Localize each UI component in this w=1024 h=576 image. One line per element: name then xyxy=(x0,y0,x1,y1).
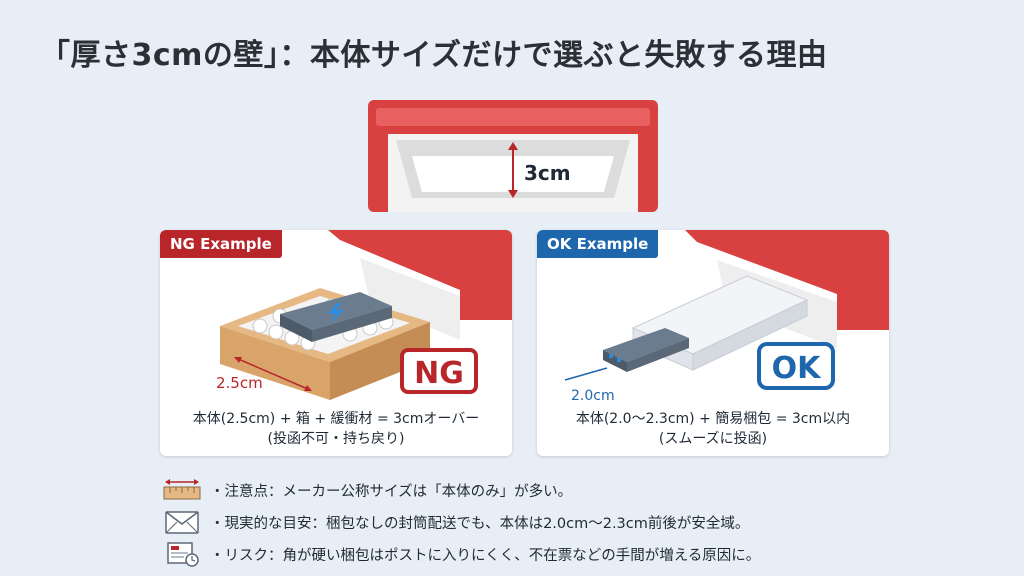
ok-caption-line1: 本体(2.0〜2.3cm) + 簡易梱包 = 3cm以内 xyxy=(575,411,851,427)
ok-stamp xyxy=(757,342,835,390)
ng-caption-line2: (投函不可・持ち戻り) xyxy=(267,431,405,447)
mailbox-slot-illustration: 3cm xyxy=(368,100,658,212)
ng-example-card: 2.5cm NG NG Example 本体(2.5cm) + 箱 + 緩衝材 … xyxy=(160,230,512,456)
ok-stamp-text: OK xyxy=(772,351,823,386)
slot-height-label: 3cm xyxy=(524,161,571,185)
notes-list: ・注意点：メーカー公称サイズは「本体のみ」が多い。 ・現実的な目安：梱包なしの封… xyxy=(162,474,760,570)
ng-dimension-arrow xyxy=(235,357,311,391)
note-caution-text: ・注意点：メーカー公称サイズは「本体のみ」が多い。 xyxy=(210,483,573,500)
ng-stamp-text: NG xyxy=(414,356,464,391)
ng-illustration: 2.5cm NG xyxy=(216,230,512,400)
ng-caption-line1: 本体(2.5cm) + 箱 + 緩衝材 = 3cmオーバー xyxy=(192,411,480,427)
ok-power-bank-device xyxy=(603,328,689,362)
delivery-notice-icon xyxy=(167,542,199,567)
ok-example-card: 2.0cm OK OK Example 本体(2.0〜2.3cm) + 簡易梱包… xyxy=(537,230,889,456)
note-risk-text: ・リスク：角が硬い梱包はポストに入りにくく、不在票などの手間が増える原因に。 xyxy=(210,547,761,564)
note-guideline-text: ・現実的な目安：梱包なしの封筒配送でも、本体は2.0cm〜2.3cm前後が安全域… xyxy=(210,515,750,532)
list-item: ・現実的な目安：梱包なしの封筒配送でも、本体は2.0cm〜2.3cm前後が安全域… xyxy=(162,506,760,538)
ok-dimension-label: 2.0cm xyxy=(571,388,615,404)
ng-example-tag: NG Example xyxy=(160,230,282,258)
ng-mailbox-corner xyxy=(328,230,512,320)
ok-example-tag: OK Example xyxy=(537,230,659,258)
ok-illustration: 2.0cm OK xyxy=(564,230,889,404)
page-title: 「厚さ3cmの壁」：本体サイズだけで選ぶと失敗する理由 xyxy=(40,38,828,73)
ok-dimension-arrow xyxy=(564,367,608,381)
list-item: ・リスク：角が硬い梱包はポストに入りにくく、不在票などの手間が増える原因に。 xyxy=(162,538,760,570)
ng-stamp xyxy=(400,348,478,394)
ng-dimension-label: 2.5cm xyxy=(216,374,263,392)
ok-mailbox-corner xyxy=(685,230,889,330)
ruler-icon xyxy=(163,479,201,500)
envelope-icon xyxy=(165,511,199,534)
ok-caption-line2: (スムーズに投函) xyxy=(658,431,768,447)
list-item: ・注意点：メーカー公称サイズは「本体のみ」が多い。 xyxy=(162,474,760,506)
